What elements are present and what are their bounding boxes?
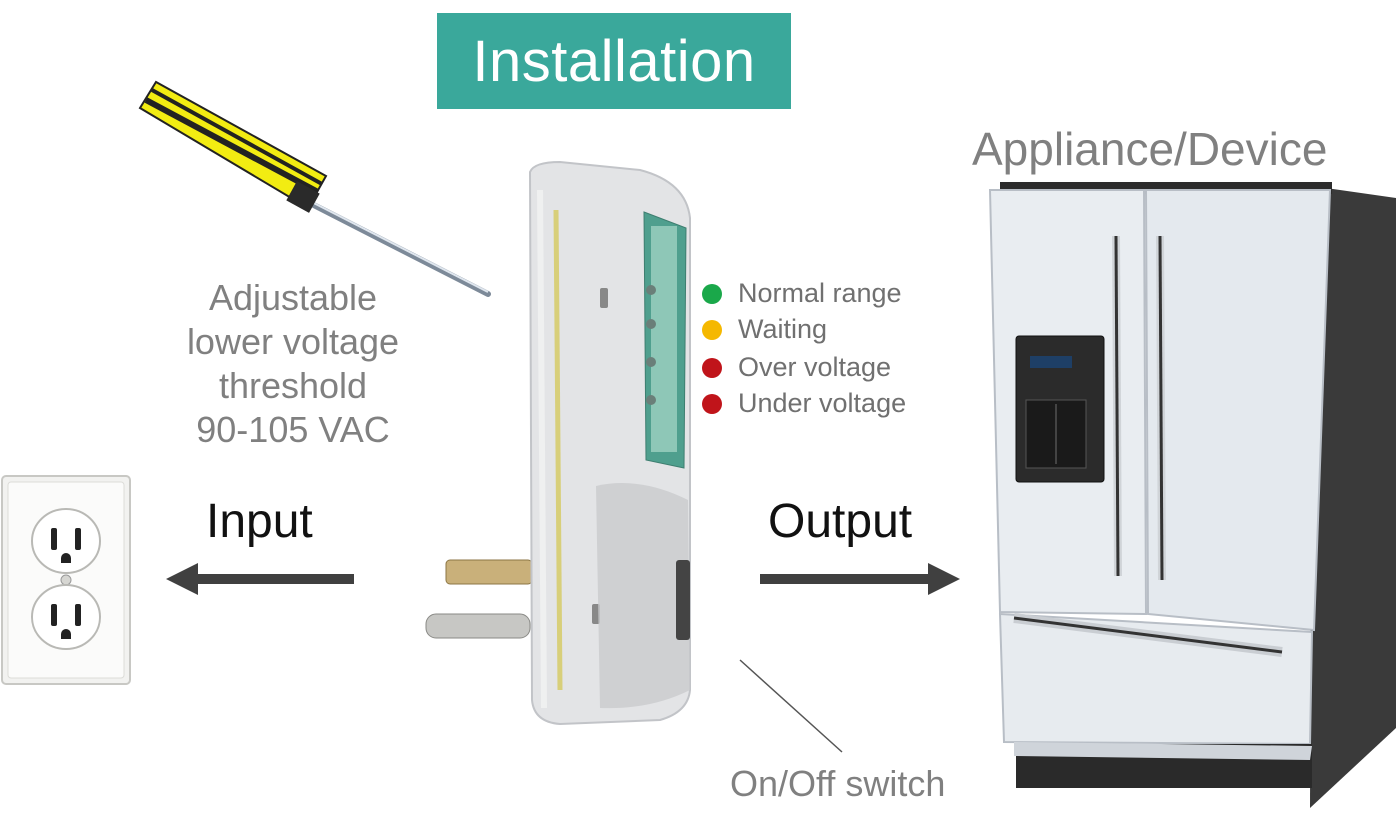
legend-item-normal-range: Normal range: [702, 278, 902, 309]
legend-item-over-voltage: Over voltage: [702, 352, 891, 383]
status-dot-icon: [702, 393, 722, 414]
input-arrow: [166, 563, 354, 595]
threshold-label: Adjustable lower voltage threshold 90-10…: [160, 276, 426, 452]
legend-label: Over voltage: [738, 352, 892, 382]
input-label: Input: [206, 495, 313, 548]
voltage-protector-image: [425, 160, 691, 726]
threshold-line-3: threshold: [218, 365, 368, 406]
appliance-label: Appliance/Device: [972, 123, 1328, 175]
refrigerator-image: [988, 182, 1396, 808]
output-arrow: [760, 563, 960, 595]
title-text: Installation: [472, 28, 756, 94]
switch-label: On/Off switch: [730, 763, 946, 804]
legend-label: Normal range: [738, 278, 902, 308]
wall-outlet-image: [1, 475, 131, 685]
threshold-line-2: lower voltage: [186, 321, 400, 362]
legend-label: Waiting: [738, 314, 828, 344]
threshold-line-4: 90-105 VAC: [196, 409, 390, 450]
legend-item-waiting: Waiting: [702, 314, 827, 345]
status-dot-icon: [702, 357, 722, 378]
legend-label: Under voltage: [738, 388, 907, 418]
output-label: Output: [768, 495, 913, 548]
status-dot-icon: [702, 283, 722, 304]
status-dot-icon: [702, 319, 722, 340]
title-banner: Installation: [437, 13, 791, 109]
screwdriver-image: [138, 80, 491, 297]
legend-item-under-voltage: Under voltage: [702, 388, 906, 419]
switch-leader-line: [739, 659, 843, 753]
threshold-line-1: Adjustable: [208, 277, 378, 318]
